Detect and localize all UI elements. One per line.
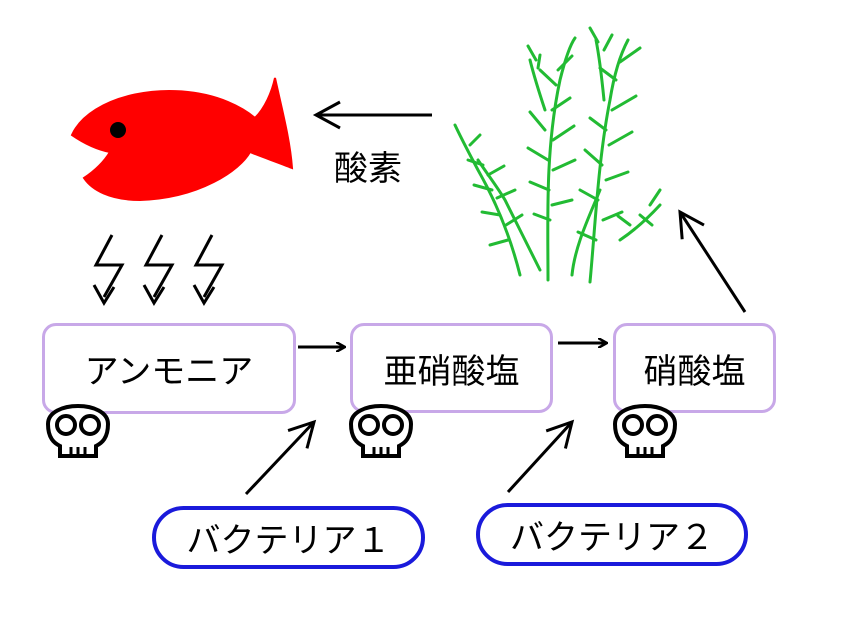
compound-label-nitrite: 亜硝酸塩: [383, 351, 520, 392]
arrow-bacteria2-to-nitrate: [506, 419, 575, 494]
compound-label-ammonia: アンモニア: [84, 352, 254, 392]
bacteria-box-2: バクテリア２: [476, 503, 748, 566]
bacteria-box-1: バクテリア１: [152, 506, 425, 569]
fish-icon: [70, 77, 294, 202]
compound-label-nitrate: 硝酸塩: [643, 351, 746, 392]
plant-icon: [453, 26, 662, 284]
oxygen-label: 酸素: [334, 149, 402, 189]
bacteria-label-2: バクテリア２: [510, 518, 714, 558]
compound-box-ammonia: アンモニア: [42, 323, 296, 414]
waste-zigzag-icon: [92, 233, 224, 305]
arrow-nitrate-to-plant: [678, 209, 747, 313]
compound-box-nitrate: 硝酸塩: [613, 323, 776, 413]
compound-box-nitrite: 亜硝酸塩: [350, 323, 553, 413]
bacteria-label-1: バクテリア１: [186, 521, 391, 561]
arrow-bacteria1-to-nitrite: [244, 419, 317, 496]
